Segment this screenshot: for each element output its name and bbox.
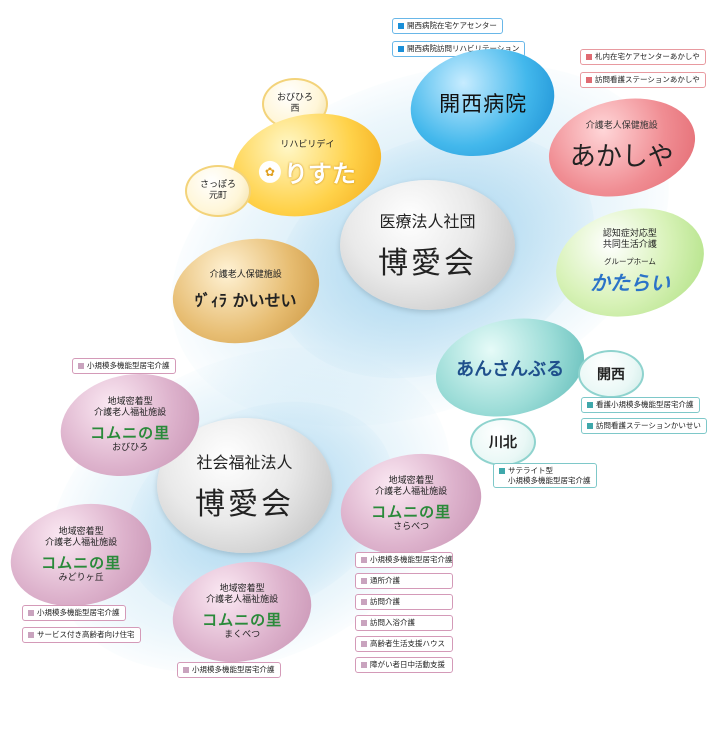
midorigaoka-name: みどりヶ丘 (58, 572, 104, 583)
obihiro-name: おびひろ (111, 442, 149, 453)
square-icon (398, 45, 404, 52)
kansai-tag-1: 開西病院在宅ケアセンター (392, 18, 503, 34)
midorigaoka-line2: 介護老人福祉施設 (44, 537, 118, 548)
komuni-logo: コムニの里 (40, 553, 122, 572)
komuni-logo: コムニの里 (370, 502, 452, 521)
obihiro-line2: 介護老人福祉施設 (93, 407, 167, 418)
square-icon (361, 598, 367, 605)
medical-corp-bubble: 医療法人社団 博愛会 (340, 180, 515, 310)
katarai-line3: グループホーム (604, 256, 656, 266)
akashiya-tag-1: 札内在宅ケアセンターあかしや (580, 49, 706, 65)
obihiro-nishi-line2: 西 (290, 104, 300, 114)
sarabetsu-tag-5: 高齢者生活支援ハウス (355, 636, 453, 652)
sapporo-line2: 元町 (208, 191, 227, 201)
midorigaoka-line1: 地域密着型 (58, 526, 104, 537)
sarabetsu-tag-3: 訪問介護 (355, 594, 453, 610)
medical-corp-type: 医療法人社団 (379, 212, 476, 231)
kawakita-bubble: 川北 (470, 418, 536, 466)
welfare-corp-type: 社会福祉法人 (196, 452, 293, 472)
medical-corp-name: 博愛会 (378, 246, 477, 281)
ansanburu-tag-2: 訪問看護ステーションかいせい (581, 418, 707, 434)
welfare-corp-name: 博愛会 (195, 486, 294, 522)
square-icon (586, 53, 592, 60)
kawakita-tag: サテライト型 小規模多機能型居宅介護 (493, 463, 597, 488)
square-icon (183, 666, 189, 673)
square-icon (361, 640, 367, 647)
square-icon (361, 661, 367, 668)
sarabetsu-tag-6: 障がい者日中活動支援 (355, 657, 453, 673)
kansai-hospital-title: 開西病院 (438, 91, 527, 116)
square-icon (587, 401, 593, 408)
square-icon (28, 631, 34, 638)
sarabetsu-tag-1: 小規模多機能型居宅介護 (355, 552, 453, 568)
sapporo-line1: さっぽろ (199, 179, 236, 190)
square-icon (361, 556, 367, 563)
obihiro-nishi-line1: おびひろ (276, 92, 313, 103)
square-icon (361, 577, 367, 584)
akashiya-subtitle: 介護老人保健施設 (585, 121, 658, 132)
midorigaoka-tag-1: 小規模多機能型居宅介護 (22, 605, 126, 621)
komuni-logo: コムニの里 (89, 423, 171, 442)
makubetsu-line2: 介護老人福祉施設 (205, 594, 279, 605)
makubetsu-tag: 小規模多機能型居宅介護 (177, 662, 281, 678)
welfare-corp-bubble: 社会福祉法人 博愛会 (157, 418, 332, 553)
sarabetsu-line2: 介護老人福祉施設 (374, 486, 448, 497)
risuta-title: りすた (283, 160, 356, 189)
sarabetsu-line1: 地域密着型 (388, 475, 434, 486)
ansan-kansai-bubble: 開西 (578, 350, 644, 398)
obihiro-tag: 小規模多機能型居宅介護 (72, 358, 176, 374)
sarabetsu-tag-2: 通所介護 (355, 573, 453, 589)
katarai-line2: 共同生活介護 (602, 240, 657, 251)
square-icon (78, 362, 84, 369)
katarai-line1: 認知症対応型 (602, 229, 657, 240)
risuta-logo-icon: ✿ (258, 161, 281, 184)
square-icon (398, 22, 404, 29)
kaisei-title: ｳﾞｨﾗ かいせい (195, 291, 297, 311)
sarabetsu-name: さらべつ (392, 521, 430, 532)
akashiya-title: あかしや (570, 142, 674, 173)
square-icon (587, 422, 593, 429)
obihiro-line1: 地域密着型 (107, 396, 153, 407)
ansanburu-tag-1: 看護小規模多機能型居宅介護 (581, 397, 700, 413)
komuni-logo: コムニの里 (201, 610, 283, 629)
square-icon (361, 619, 367, 626)
makubetsu-line1: 地域密着型 (219, 583, 265, 594)
square-icon (499, 468, 505, 474)
kaisei-subtitle: 介護老人保健施設 (209, 270, 283, 281)
akashiya-tag-2: 訪問看護ステーションあかしや (580, 72, 706, 88)
square-icon (586, 76, 592, 83)
kawakita-label: 川北 (489, 435, 517, 451)
square-icon (28, 609, 34, 616)
katarai-title: かたらい (590, 270, 670, 295)
sarabetsu-tag-4: 訪問入浴介護 (355, 615, 453, 631)
ansan-kansai-label: 開西 (597, 367, 625, 383)
makubetsu-name: まくべつ (223, 629, 261, 640)
sapporo-motomachi-bubble: さっぽろ 元町 (185, 165, 251, 217)
risuta-label: リハビリデイ (279, 140, 334, 151)
midorigaoka-tag-2: サービス付き高齢者向け住宅 (22, 627, 141, 643)
ansanburu-title: あんさんぶる (456, 358, 564, 380)
